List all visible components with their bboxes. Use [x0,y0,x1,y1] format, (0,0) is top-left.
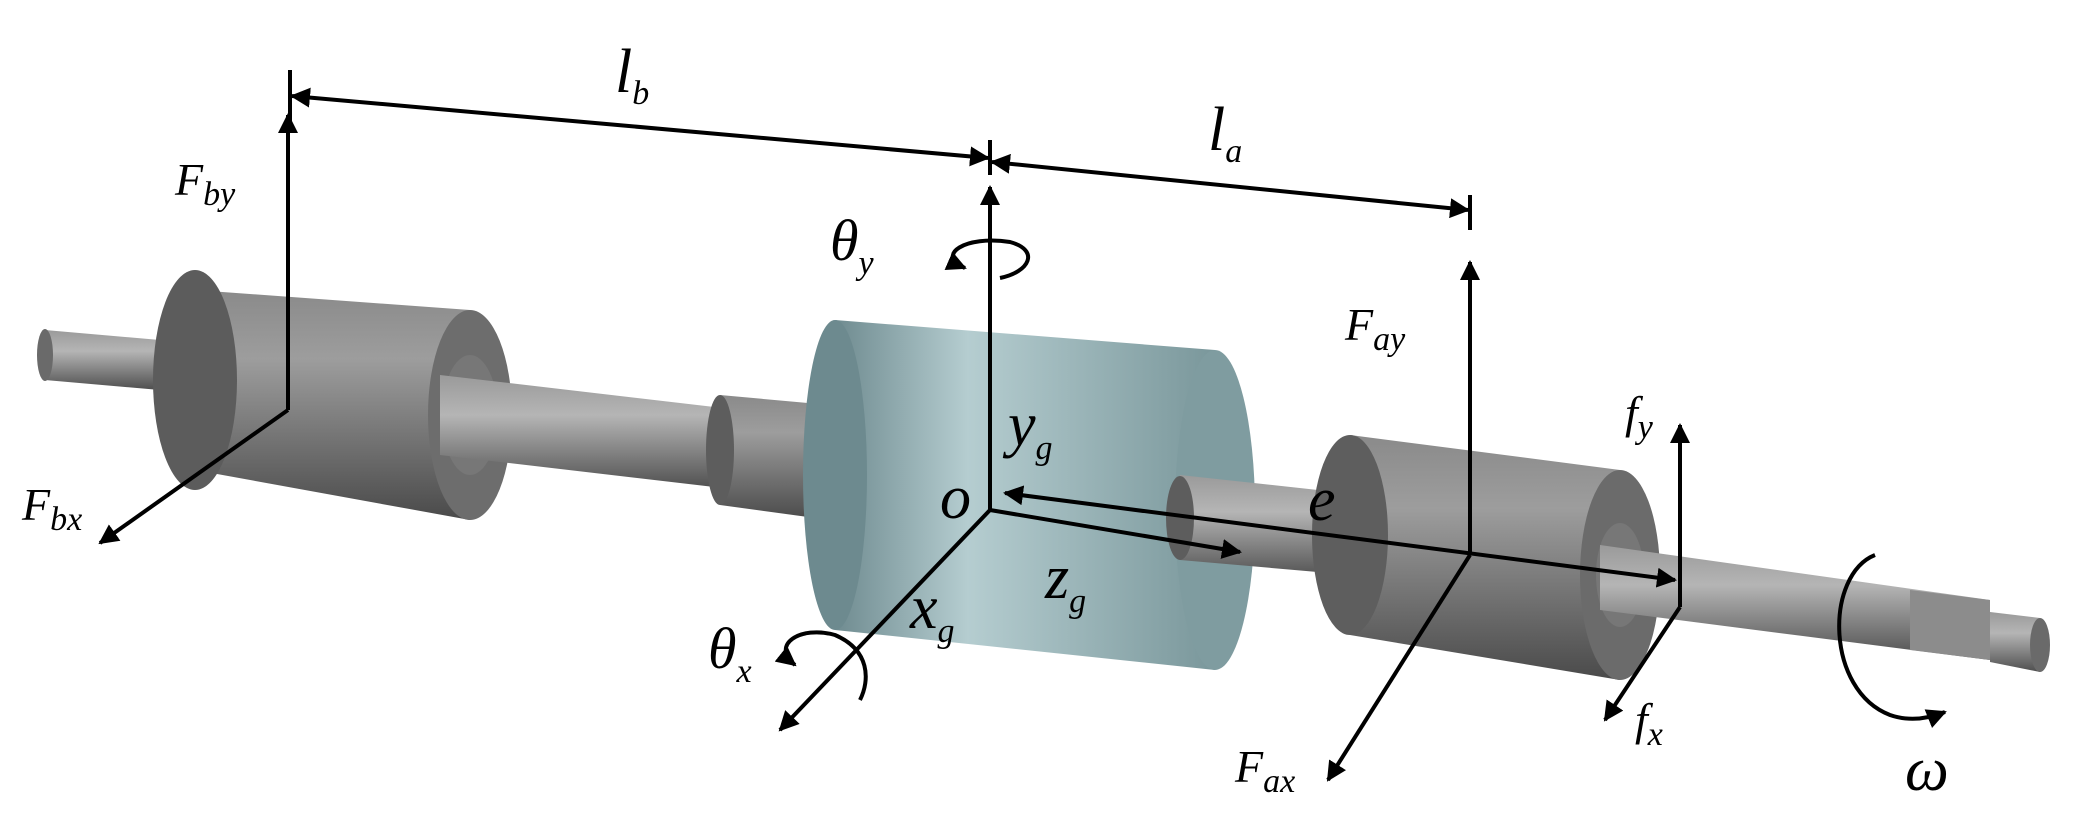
label-theta-x: θx [708,616,752,690]
label-o: o [940,464,971,532]
middle-shaft [440,375,830,520]
omega-rotation-arrow [1837,553,1947,728]
label-yg: yg [1002,391,1053,467]
label-Fby: Fby [174,154,236,213]
label-fx: fx [1635,694,1663,753]
label-Fbx: Fbx [21,479,82,538]
dimension-lines [288,70,1472,230]
right-shaft-end [1600,545,2050,672]
Fax-arrow [1326,553,1472,782]
label-zg: zg [1044,544,1086,620]
label-e: e [1308,466,1336,534]
arrows [98,113,1947,782]
theta-y-rotation-arrow [944,238,1031,280]
label-Fay: Fay [1344,299,1406,358]
labels: lb la Fby Fbx θy θx Fay Fax yg o e zg xg… [21,38,1949,804]
label-omega: ω [1905,736,1949,804]
rotor [37,270,2050,680]
label-xg: xg [909,574,955,650]
label-la: la [1208,96,1242,170]
label-lb: lb [615,38,649,112]
label-Fax: Fax [1234,741,1295,800]
xg-axis-arrow [778,508,992,732]
left-shaft-end [37,329,160,390]
label-theta-y: θy [830,208,875,282]
la-dimension-arrow [990,153,1470,219]
Fbx-arrow [98,408,290,545]
e-eccentricity-arrow [1003,485,1677,588]
lb-dimension-arrow [290,87,990,167]
label-fy: fy [1625,387,1654,446]
theta-x-rotation-arrow [774,630,868,701]
fx-arrow [1603,605,1682,722]
